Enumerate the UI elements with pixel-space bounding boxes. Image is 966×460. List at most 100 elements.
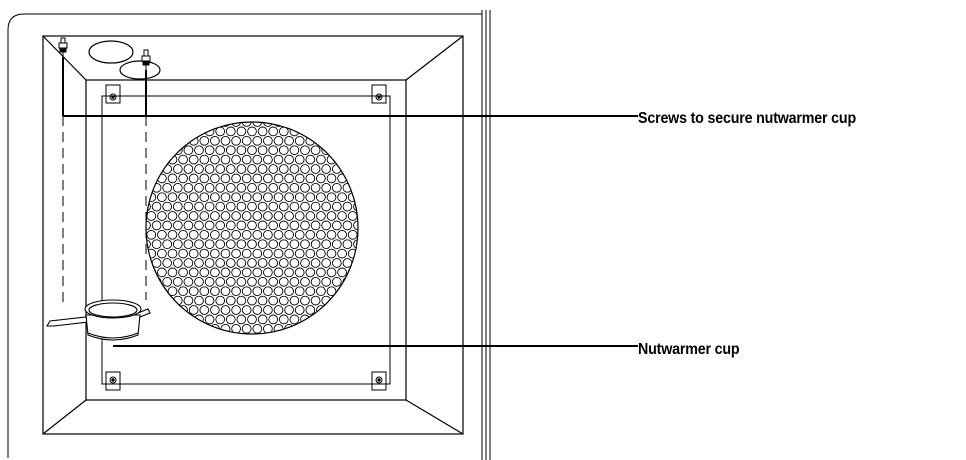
- grille-hole: [263, 211, 273, 221]
- grille-hole: [257, 295, 268, 306]
- grille-hole: [268, 220, 279, 231]
- grille-hole: [241, 323, 252, 334]
- nutwarmer-cup: [46, 299, 151, 341]
- grille-hole: [263, 229, 273, 240]
- grille-hole: [188, 192, 199, 203]
- callout-nutwarmer-cup-label: Nutwarmer cup: [638, 341, 740, 358]
- grille-hole: [215, 220, 226, 231]
- grille-hole: [252, 267, 263, 278]
- grille-hole: [316, 229, 326, 240]
- grille-hole: [252, 323, 263, 334]
- grille-hole: [289, 164, 300, 174]
- grille-hole: [268, 295, 279, 306]
- grille-hole: [268, 164, 279, 174]
- grille-hole: [172, 220, 183, 231]
- grille-hole: [263, 267, 273, 278]
- grille-hole: [284, 305, 294, 315]
- grille-hole: [321, 201, 332, 212]
- fan-grille: [145, 121, 359, 335]
- grille-hole: [326, 248, 337, 259]
- grille-hole: [199, 229, 210, 240]
- grille-hole: [273, 267, 284, 278]
- grille-hole: [284, 248, 294, 259]
- grille-hole: [204, 220, 215, 231]
- mounting-holes: [88, 40, 161, 80]
- grille-hole: [284, 135, 294, 146]
- grille-hole: [204, 201, 215, 212]
- cup-body: [85, 314, 141, 341]
- grille-hole: [178, 211, 188, 221]
- grille-hole: [241, 267, 252, 278]
- grille-hole: [257, 258, 268, 268]
- grille-hole: [294, 192, 305, 203]
- grille-hole: [151, 220, 162, 231]
- grille-hole: [236, 276, 247, 287]
- grille-hole: [273, 122, 284, 127]
- grille-hole: [210, 173, 220, 184]
- grille-hole: [236, 145, 247, 156]
- grille-hole: [263, 173, 273, 184]
- grille-hole: [178, 229, 188, 240]
- grille-hole: [273, 248, 284, 259]
- grille-hole: [316, 154, 326, 165]
- grille-hole: [231, 286, 241, 297]
- grille-hole: [199, 267, 210, 278]
- grille-hole: [162, 220, 173, 231]
- cup-rim-inner: [88, 302, 138, 318]
- grille-hole: [225, 164, 236, 174]
- grille-hole: [278, 295, 289, 306]
- grille-hole: [326, 192, 337, 203]
- grille-hole: [183, 295, 194, 306]
- grille-hole: [167, 286, 178, 297]
- grille-hole: [167, 267, 178, 278]
- grille-hole: [215, 164, 226, 174]
- grille-hole: [220, 267, 231, 278]
- grille-hole: [204, 276, 215, 287]
- grille-hole: [310, 295, 321, 306]
- grille-hole: [321, 164, 332, 174]
- grille-hole: [252, 211, 263, 221]
- grille-hole: [199, 286, 210, 297]
- grille-hole: [210, 305, 220, 315]
- grille-hole: [278, 258, 289, 268]
- grille-hole: [215, 314, 226, 325]
- grille-hole: [326, 267, 337, 278]
- grille-hole: [220, 192, 231, 203]
- grille-hole: [316, 267, 326, 278]
- grille-hole: [289, 258, 300, 268]
- grille-hole: [220, 122, 231, 127]
- grille-hole: [337, 229, 347, 240]
- grille-hole: [210, 192, 220, 203]
- grille-hole: [263, 248, 273, 259]
- grille-hole: [199, 211, 210, 221]
- grille-hole: [151, 239, 162, 250]
- grille-hole: [225, 126, 236, 137]
- grille-hole: [263, 286, 273, 297]
- grille-hole: [215, 239, 226, 250]
- grille-hole: [294, 173, 305, 184]
- grille-hole: [300, 239, 310, 250]
- grille-hole: [199, 248, 210, 259]
- grille-hole: [252, 154, 263, 165]
- oval-hole-right: [119, 60, 161, 80]
- grille-hole: [257, 314, 268, 325]
- grille-hole: [294, 229, 305, 240]
- grille-hole: [183, 182, 194, 193]
- grille-hole: [247, 276, 257, 287]
- grille-hole: [252, 135, 263, 146]
- grille-hole: [294, 267, 305, 278]
- grille-hole: [263, 122, 273, 127]
- grille-hole: [310, 201, 321, 212]
- grille-hole: [188, 286, 199, 297]
- grille-hole: [273, 192, 284, 203]
- grille-hole: [257, 145, 268, 156]
- grille-hole: [247, 314, 257, 325]
- grille-hole: [194, 239, 204, 250]
- grille-hole: [278, 239, 289, 250]
- grille-hole: [300, 220, 310, 231]
- grille-hole: [273, 286, 284, 297]
- grille-hole: [199, 135, 210, 146]
- grille-hole: [231, 211, 241, 221]
- oven-housing: [7, 10, 491, 460]
- grille-hole: [247, 164, 257, 174]
